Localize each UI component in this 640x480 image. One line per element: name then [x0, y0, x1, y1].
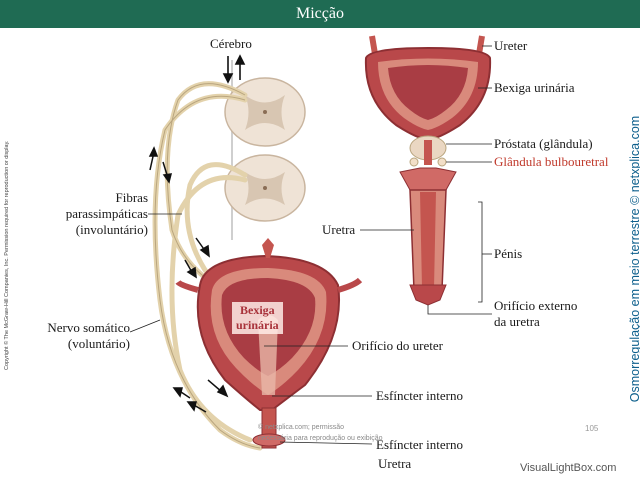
label-bexiga-urinaria: Bexiga urinária	[494, 80, 575, 95]
visuallightbox-credit: VisualLightBox.com	[520, 462, 617, 474]
label-ureter: Ureter	[494, 38, 528, 53]
label-esfincter-interno: Esfíncter interno	[376, 388, 463, 403]
label-prostata: Próstata (glândula)	[494, 136, 593, 151]
copyright-note: Copyright © The McGraw-Hill Companies, I…	[4, 140, 10, 370]
label-nervo-somatico: Nervo somático (voluntário)	[47, 320, 130, 351]
label-esfincter-bottom: Esfíncter interno	[376, 437, 463, 452]
label-cerebro: Cérebro	[210, 36, 252, 51]
male-urinary-tract	[364, 35, 492, 306]
label-fibras-parassimpaticas: Fibras parassimpáticas (involuntário)	[65, 190, 148, 237]
label-penis: Pénis	[494, 246, 523, 261]
signal-arrows	[148, 146, 229, 413]
nerve-outline	[154, 83, 261, 449]
label-orificio-externo: Orifício externo da uretra	[494, 298, 578, 329]
label-orificio-ureter: Orifício do ureter	[352, 338, 443, 353]
page-number: 105	[585, 424, 599, 433]
label-glandula-bulbouretral: Glândula bulbouretral	[494, 154, 609, 169]
brain-arrows	[222, 54, 246, 84]
slide-title: Micção	[0, 0, 640, 28]
watermark: © netxplica.com; permissão necessária pa…	[258, 424, 383, 442]
label-uretra-bottom: Uretra	[378, 456, 412, 471]
leader-lines-right	[360, 45, 492, 315]
leader-lines-left	[129, 213, 373, 445]
label-uretra-right: Uretra	[322, 222, 356, 237]
spinal-section-lower	[224, 154, 306, 222]
site-credit: Osmorregulação em meio terrestre © netxp…	[628, 115, 640, 403]
label-bexiga-center: Bexiga urinária	[232, 302, 283, 334]
